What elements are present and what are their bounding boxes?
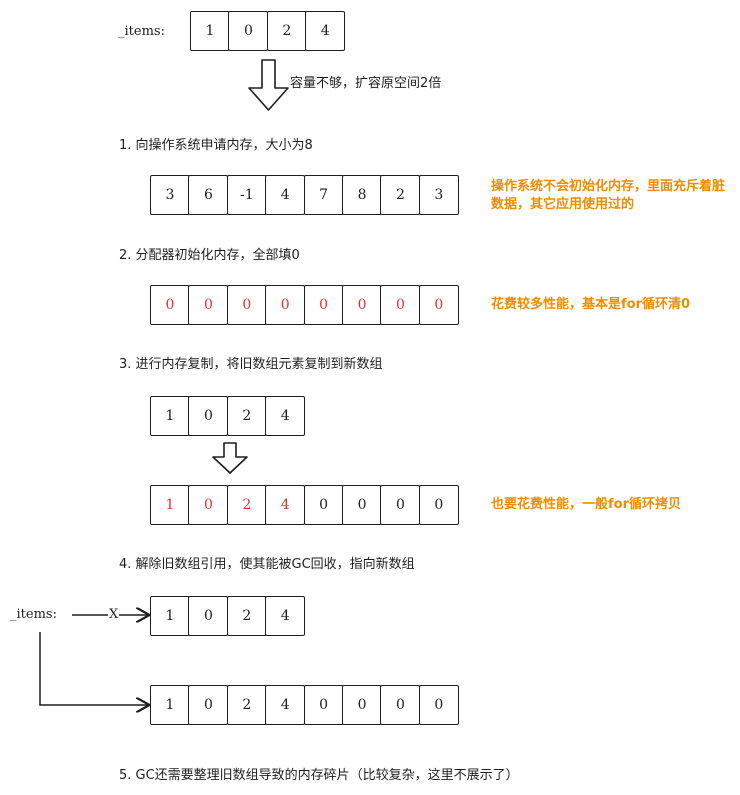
array-cell: 0	[188, 285, 229, 325]
array-cell: 0	[418, 485, 459, 525]
array-cell: 2	[226, 485, 267, 525]
array-cell: 4	[265, 175, 306, 215]
capacity-note: 容量不够，扩容原空间2倍	[290, 76, 442, 91]
array-cell: 0	[418, 285, 459, 325]
array-cell: 0	[150, 285, 190, 325]
cut-mark: X	[108, 607, 120, 622]
array-cell: 2	[266, 11, 307, 51]
array-cell: 0	[265, 285, 306, 325]
array-cell: 2	[380, 175, 421, 215]
step1-note: 操作系统不会初始化内存，里面充斥着脏数据，其它应用使用过的	[491, 179, 726, 212]
array-cell: 0	[342, 285, 383, 325]
array-cell: 0	[303, 685, 344, 725]
array-cell: 2	[226, 685, 267, 725]
array-cell: 8	[342, 175, 383, 215]
new-reference-arrow	[39, 632, 148, 705]
array-cell: 0	[380, 285, 421, 325]
array-cell: 7	[303, 175, 344, 215]
array-cell: 1	[150, 396, 190, 436]
array-cell: 2	[226, 396, 267, 436]
array-cell: 0	[342, 685, 383, 725]
array-cell: 0	[228, 11, 269, 51]
array-cell: 0	[380, 685, 421, 725]
step3-note: 也要花费性能，一般for循环拷贝	[491, 497, 681, 512]
array-cell: 1	[150, 485, 190, 525]
array-cell: 0	[342, 485, 383, 525]
array-cell: 6	[188, 175, 229, 215]
array-cell: 1	[190, 11, 230, 51]
expand-down-arrow-icon	[248, 59, 289, 111]
array-cell: 3	[418, 175, 459, 215]
step2-note: 花费较多性能，基本是for循环清0	[491, 297, 691, 312]
array-cell: 4	[305, 11, 346, 51]
step3-text: 3. 进行内存复制，将旧数组元素复制到新数组	[119, 357, 383, 372]
step4-text: 4. 解除旧数组引用，使其能被GC回收，指向新数组	[119, 557, 415, 572]
array-cell: -1	[226, 175, 267, 215]
items-label: _items:	[118, 24, 165, 39]
step5-text: 5. GC还需要整理旧数组导致的内存碎片（比较复杂，这里不展示了）	[119, 768, 519, 783]
array-cell: 0	[188, 396, 229, 436]
copy-down-arrow-icon	[212, 442, 248, 474]
array-cell: 4	[265, 596, 306, 636]
array-cell: 4	[265, 685, 306, 725]
array-cell: 0	[303, 285, 344, 325]
step1-text: 1. 向操作系统申请内存，大小为8	[119, 138, 313, 153]
step4-items-label: _items:	[10, 607, 57, 622]
array-cell: 0	[188, 485, 229, 525]
array-cell: 0	[226, 285, 267, 325]
array-cell: 1	[150, 596, 190, 636]
array-cell: 0	[418, 685, 459, 725]
array-cell: 4	[265, 485, 306, 525]
array-cell: 1	[150, 685, 190, 725]
step2-text: 2. 分配器初始化内存，全部填0	[119, 248, 300, 263]
array-cell: 0	[188, 596, 229, 636]
array-cell: 4	[265, 396, 306, 436]
array-cell: 3	[150, 175, 190, 215]
array-cell: 0	[303, 485, 344, 525]
array-cell: 2	[226, 596, 267, 636]
array-cell: 0	[380, 485, 421, 525]
array-cell: 0	[188, 685, 229, 725]
